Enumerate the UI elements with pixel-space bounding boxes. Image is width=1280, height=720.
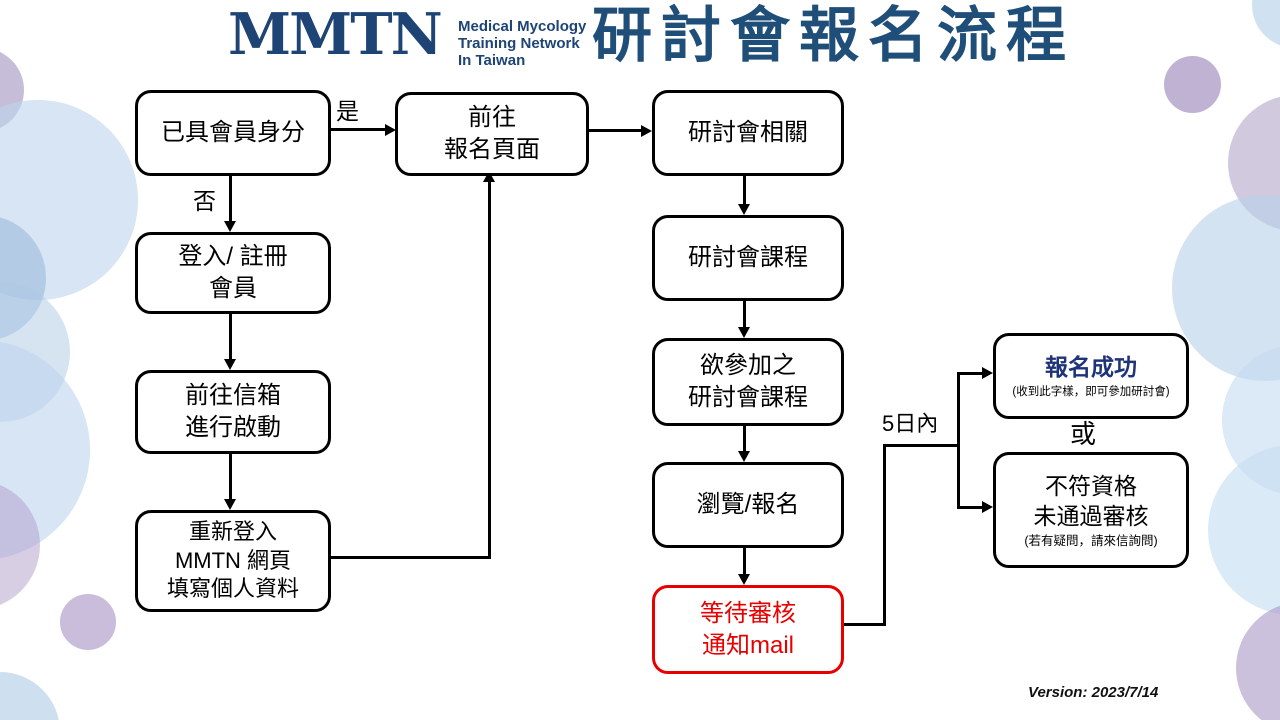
connector-line (838, 623, 885, 626)
connector-line (883, 444, 886, 626)
connector-line (229, 308, 232, 361)
arrowhead-down (738, 574, 750, 585)
connector-line (325, 128, 387, 131)
node-line: 等待審核 (700, 599, 796, 627)
node-mailbox-activate: 前往信箱 進行啟動 (135, 370, 331, 454)
node-line: 會員 (209, 275, 257, 302)
label-or: 或 (1070, 419, 1097, 449)
connector-line (957, 372, 960, 509)
connector-line (743, 170, 746, 206)
node-line: 填寫個人資料 (166, 576, 299, 602)
node-seminar-course: 研討會課程 (652, 215, 844, 301)
arrowhead-right (982, 367, 993, 379)
decor-circle (60, 594, 116, 650)
node-line: 前往 (468, 104, 516, 132)
node-success-title: 報名成功 (1045, 354, 1137, 381)
node-browse-register: 瀏覽/報名 (652, 462, 844, 548)
connector-line (743, 420, 746, 453)
node-course-to-join: 欲參加之 研討會課程 (652, 338, 844, 426)
label-no: 否 (193, 188, 216, 214)
arrowhead-up (483, 171, 495, 182)
connector-line (229, 170, 232, 223)
arrowhead-right (385, 124, 396, 136)
node-line: 通知mail (701, 631, 794, 659)
arrowhead-down (738, 204, 750, 215)
arrowhead-down (224, 221, 236, 232)
logo-tagline-line: Medical Mycology (458, 18, 587, 35)
node-line: 前往信箱 (185, 382, 281, 410)
node-line: 研討會課程 (688, 384, 808, 411)
logo-tagline-line: In Taiwan (458, 51, 526, 69)
arrowhead-down (224, 499, 236, 510)
connector-line (229, 448, 232, 501)
node-line: 已具會員身分 (161, 119, 305, 147)
node-wait-review-mail: 等待審核 通知mail (652, 585, 844, 674)
node-login-register: 登入/ 註冊 會員 (135, 232, 331, 314)
node-line: 未通過審核 (1033, 502, 1149, 529)
label-yes: 是 (336, 98, 359, 124)
node-line: 研討會課程 (688, 244, 808, 272)
node-line: 瀏覽/報名 (696, 491, 800, 519)
node-not-qualified: 不符資格 未通過審核 (若有疑問，請來信詢問) (993, 452, 1189, 568)
node-line: MMTN 網頁 (174, 547, 292, 573)
arrowhead-down (738, 327, 750, 338)
connector-line (957, 506, 984, 509)
connector-line (957, 372, 984, 375)
connector-line (883, 444, 960, 447)
node-line: 欲參加之 (700, 352, 796, 380)
connector-line (325, 556, 491, 559)
logo-tagline-line: Training Network (458, 34, 580, 52)
node-member-status: 已具會員身分 (135, 90, 331, 176)
label-within-5-days: 5日內 (882, 411, 939, 436)
node-goto-registration-page: 前往 報名頁面 (395, 92, 589, 176)
mmtn-logo: MMTN (228, 1, 443, 68)
node-success-note: (收到此字樣，即可參加研討會) (1012, 385, 1170, 398)
node-line: 不符資格 (1045, 472, 1137, 499)
node-registration-success: 報名成功 (收到此字樣，即可參加研討會) (993, 333, 1189, 419)
logo-tagline: Medical Mycology Training Network In Tai… (458, 18, 587, 69)
node-relogin-fill-profile: 重新登入 MMTN 網頁 填寫個人資料 (135, 510, 331, 612)
node-seminar-related: 研討會相關 (652, 90, 844, 176)
connector-line (743, 542, 746, 576)
connector-line (488, 180, 491, 559)
node-line: 研討會相關 (688, 119, 808, 147)
node-fail-note: (若有疑問，請來信詢問) (1024, 534, 1158, 549)
page-title: 研討會報名流程 (592, 2, 1075, 69)
node-line: 報名頁面 (444, 136, 540, 163)
decor-circle (1164, 56, 1221, 113)
node-line: 進行啟動 (185, 414, 281, 441)
arrowhead-right (641, 125, 652, 137)
version-text: Version: 2023/7/14 (1028, 684, 1159, 701)
connector-line (743, 295, 746, 329)
arrowhead-down (224, 359, 236, 370)
connector-line (583, 129, 643, 132)
arrowhead-down (738, 451, 750, 462)
node-line: 登入/ 註冊 (178, 243, 288, 271)
arrowhead-right (982, 501, 993, 513)
node-line: 重新登入 (188, 519, 277, 545)
